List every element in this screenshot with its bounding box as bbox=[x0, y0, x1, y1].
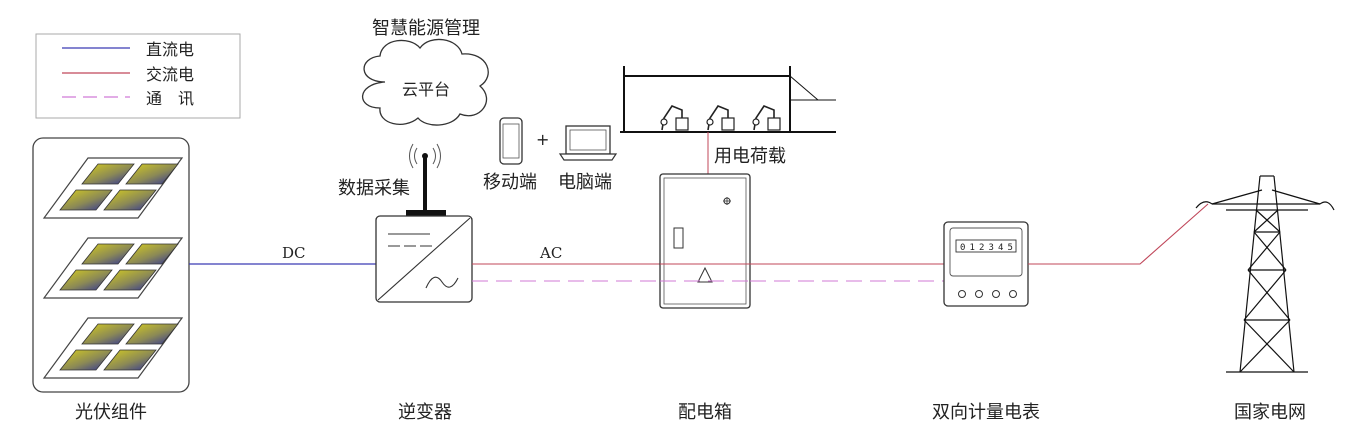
meter-digit: 3 bbox=[989, 243, 994, 253]
pv-cell bbox=[59, 189, 113, 211]
phone-label: 移动端 bbox=[483, 172, 537, 193]
cloud-label: 云平台 bbox=[402, 80, 450, 99]
pv-cell bbox=[125, 163, 179, 185]
pv-panels bbox=[42, 157, 184, 379]
antenna-icon bbox=[406, 143, 446, 216]
meter-dots bbox=[958, 290, 1017, 298]
transmission-tower-icon bbox=[1195, 175, 1335, 373]
pv-cell bbox=[125, 323, 179, 345]
ac-line-grid bbox=[1028, 203, 1209, 265]
pv-cell bbox=[103, 189, 157, 211]
meter-digit: 1 bbox=[970, 243, 975, 253]
grid-label: 国家电网 bbox=[1234, 402, 1306, 423]
legend: 直流电 交流电 通 讯 bbox=[35, 33, 241, 119]
meter-digit: 0 bbox=[960, 243, 965, 253]
pv-cell bbox=[103, 349, 157, 371]
cloud-title: 智慧能源管理 bbox=[372, 18, 480, 39]
pv-cell bbox=[59, 269, 113, 291]
pv-cell bbox=[81, 243, 135, 265]
phone-icon bbox=[499, 117, 523, 165]
cloud-icon bbox=[362, 38, 489, 126]
inverter-icon bbox=[375, 215, 473, 303]
pv-cell bbox=[59, 349, 113, 371]
pv-cell bbox=[81, 163, 135, 185]
pv-cell bbox=[125, 243, 179, 265]
factory-icon bbox=[620, 66, 836, 133]
pv-label: 光伏组件 bbox=[75, 402, 147, 423]
collector-label: 数据采集 bbox=[338, 178, 410, 199]
ac-label: AC bbox=[539, 244, 562, 262]
meter-icon bbox=[943, 221, 1029, 307]
meter-digit: 4 bbox=[998, 243, 1003, 253]
pv-cell bbox=[81, 323, 135, 345]
meter-digit: 2 bbox=[979, 243, 984, 253]
dc-label: DC bbox=[282, 244, 306, 262]
meter-label: 双向计量电表 bbox=[932, 402, 1040, 423]
distribution-box-icon bbox=[659, 173, 751, 309]
laptop-icon bbox=[558, 125, 618, 161]
load-label: 用电荷载 bbox=[714, 146, 786, 167]
pc-label: 电脑端 bbox=[558, 172, 612, 193]
legend-comm-label: 通 讯 bbox=[146, 89, 194, 108]
meter-digit: 5 bbox=[1008, 243, 1013, 253]
legend-dc-label: 直流电 bbox=[146, 40, 194, 59]
plus-sign: + bbox=[536, 130, 549, 149]
pv-cell bbox=[103, 269, 157, 291]
legend-ac-label: 交流电 bbox=[146, 65, 194, 84]
legend-frame bbox=[35, 33, 241, 119]
inverter-label: 逆变器 bbox=[398, 402, 452, 423]
distribution-box-label: 配电箱 bbox=[678, 402, 732, 423]
